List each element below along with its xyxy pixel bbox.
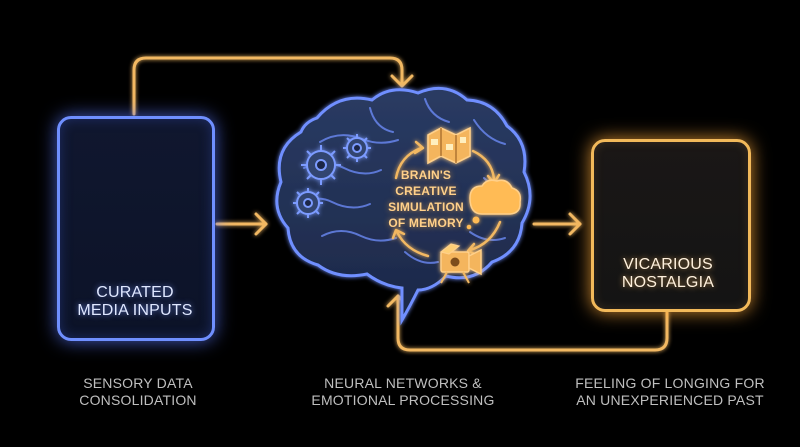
brain-simulation-label: BRAIN'S CREATIVE SIMULATION OF MEMORY <box>388 168 464 230</box>
sensory-data-caption: SENSORY DATA CONSOLIDATION <box>79 375 197 408</box>
cycle-arrows <box>391 140 502 258</box>
map-icon <box>427 126 471 165</box>
flow-arrow-brain-to-right <box>532 212 582 236</box>
curated-media-inputs-label: CURATED MEDIA INPUTS <box>77 284 193 319</box>
neural-processing-caption: NEURAL NETWORKS & EMOTIONAL PROCESSING <box>311 375 495 408</box>
thought-bubble-icon <box>466 179 522 230</box>
gear-icon <box>293 134 371 218</box>
curated-media-inputs-node <box>57 116 215 341</box>
vicarious-nostalgia-label: VICARIOUS NOSTALGIA <box>621 256 715 291</box>
flow-arrow-top <box>132 56 414 116</box>
vicarious-nostalgia-node <box>591 139 751 312</box>
camera-icon <box>439 243 482 284</box>
flow-arrow-left-to-brain <box>215 212 268 236</box>
longing-caption: FEELING OF LONGING FOR AN UNEXPERIENCED … <box>575 375 765 408</box>
